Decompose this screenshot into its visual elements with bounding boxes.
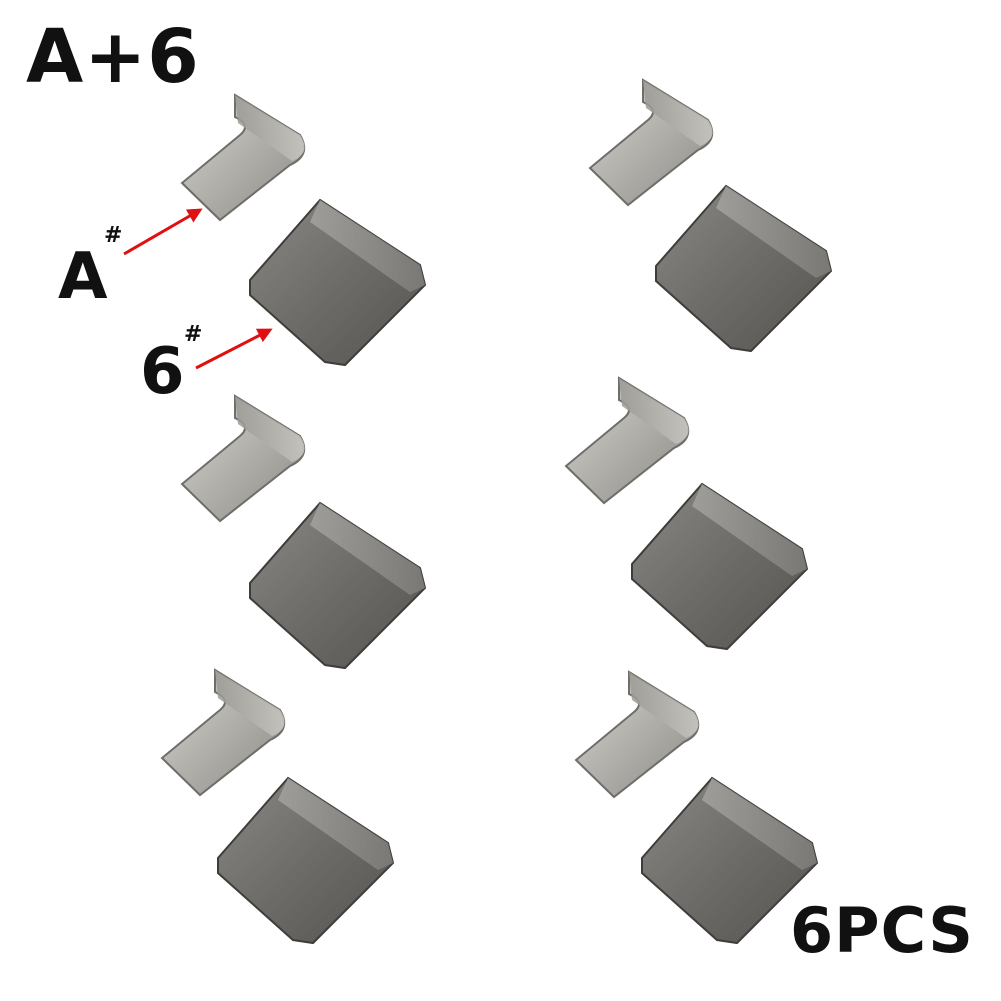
callout-arrow-a [123, 208, 203, 256]
callout-mark: # [104, 223, 123, 248]
clip-piece [180, 93, 306, 222]
stop-block [249, 198, 427, 367]
callout-label-6: 6 # [140, 324, 202, 405]
stop-block [631, 482, 809, 651]
part-pair-1 [180, 93, 427, 367]
callout-mark: # [184, 322, 203, 347]
part-pair-6 [574, 670, 819, 945]
stop-block [217, 776, 395, 945]
quantity-label: 6PCS [790, 894, 974, 967]
stop-block [641, 776, 819, 945]
callout-letter: 6 [140, 335, 185, 409]
clip-piece [564, 376, 690, 505]
clip-piece [574, 670, 700, 799]
part-pair-4 [564, 376, 809, 651]
callout-arrow-6 [195, 328, 273, 370]
clip-piece [588, 78, 714, 207]
part-pair-2 [588, 78, 833, 353]
part-pair-3 [180, 394, 427, 670]
callout-label-a: A # [58, 225, 122, 310]
clip-piece [160, 668, 286, 797]
stop-block [655, 184, 833, 353]
stop-block [249, 501, 427, 670]
part-pair-5 [160, 668, 395, 945]
callout-letter: A [58, 240, 108, 314]
product-title: A+6 [26, 14, 200, 100]
clip-piece [180, 394, 306, 523]
